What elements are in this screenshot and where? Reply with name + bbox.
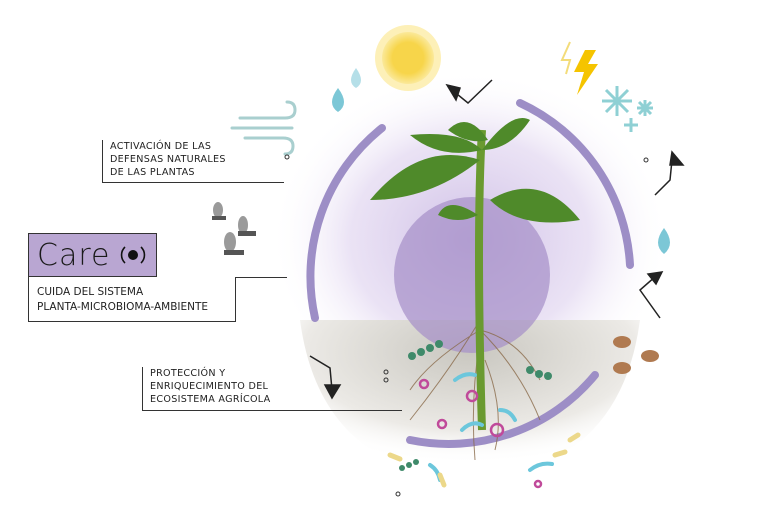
brand-box: Care	[28, 233, 157, 277]
defense-line-3: DE LAS PLANTAS	[110, 167, 195, 178]
decor-dots	[284, 154, 649, 497]
target-icon	[121, 246, 146, 264]
arc-left	[306, 124, 386, 322]
ecosystem-line-2: ENRIQUECIMIENTO DEL	[150, 381, 269, 392]
brand-tagline: CUIDA DEL SISTEMA PLANTA-MICROBIOMA-AMBI…	[28, 277, 236, 322]
mosquito-icon	[212, 202, 256, 255]
brand-name: Care	[37, 237, 111, 273]
ecosystem-line-1: PROTECCIÓN Y	[150, 368, 226, 379]
arrows	[309, 79, 685, 400]
water-drop-icon	[332, 88, 344, 112]
inner-circle	[394, 197, 550, 353]
beetle-icon	[613, 336, 659, 374]
arc-bottom	[406, 371, 599, 448]
cycle-arcs	[306, 99, 634, 448]
bacteria-icon	[387, 340, 581, 489]
wind-icon	[230, 100, 297, 156]
defense-label: ACTIVACIÓN DE LAS DEFENSAS NATURALES DE …	[102, 140, 284, 183]
water-drop-icon	[351, 68, 361, 88]
snowflake-icon	[602, 86, 653, 132]
tagline-line-2: PLANTA-MICROBIOMA-AMBIENTE	[37, 301, 209, 313]
lightning-icon	[574, 50, 598, 95]
defense-line-2: DEFENSAS NATURALES	[110, 154, 226, 165]
tagline-line-1: CUIDA DEL SISTEMA	[37, 286, 144, 298]
ecosystem-line-3: ECOSISTEMA AGRÍCOLA	[150, 394, 271, 405]
ecosystem-label: PROTECCIÓN Y ENRIQUECIMIENTO DEL ECOSIST…	[142, 367, 402, 411]
sun-icon	[382, 32, 434, 84]
defense-line-1: ACTIVACIÓN DE LAS	[110, 141, 212, 152]
water-drop-icon	[658, 228, 670, 254]
arc-right	[516, 99, 634, 269]
